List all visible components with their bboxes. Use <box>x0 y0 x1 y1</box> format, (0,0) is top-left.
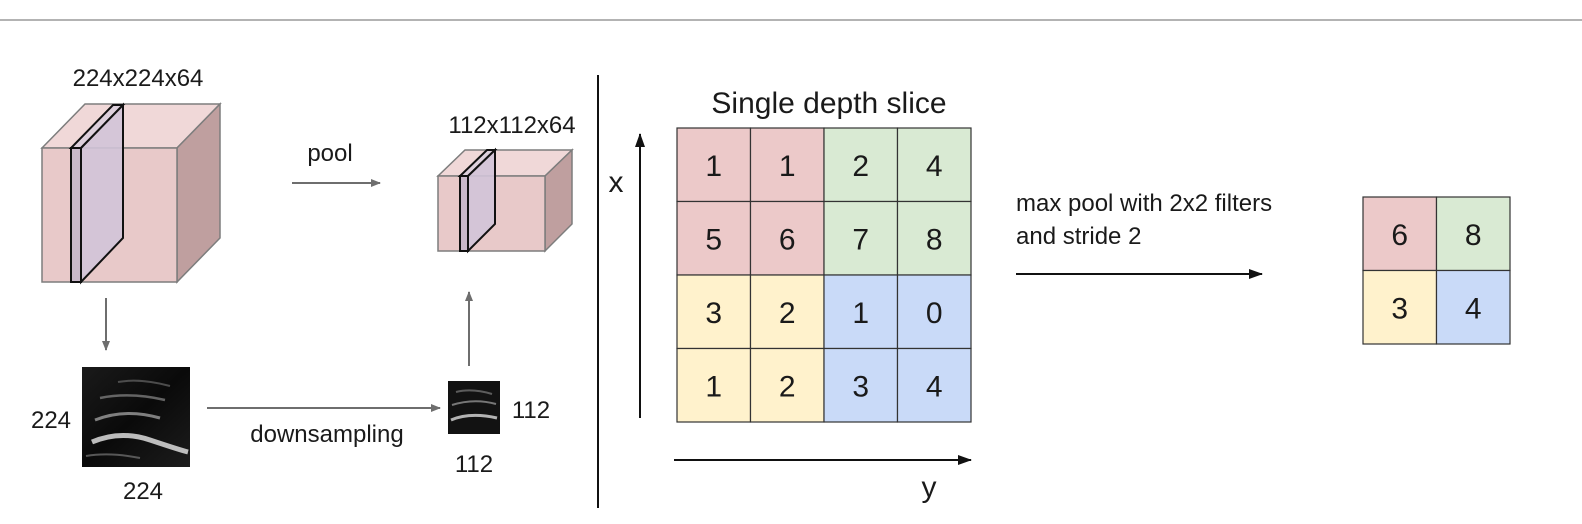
input-grid-cell-value: 1 <box>852 297 869 330</box>
downsampling-label: downsampling <box>250 421 403 448</box>
small-cube-label: 112x112x64 <box>448 112 575 139</box>
small-image-side-label: 112 <box>512 397 550 424</box>
small-slice-front <box>459 175 469 252</box>
input-grid-cell-value: 2 <box>852 150 869 183</box>
input-grid-cell-value: 0 <box>926 297 943 330</box>
output-grid: 6 8 3 4 <box>1362 196 1511 345</box>
caption-line-2: and stride 2 <box>1016 223 1141 250</box>
input-grid-cell-value: 4 <box>926 370 943 403</box>
input-grid-cell-value: 8 <box>926 223 943 256</box>
big-image-side-label: 224 <box>31 407 71 434</box>
input-grid-cell-bg <box>896 127 972 203</box>
output-grid-cell-bg <box>1435 196 1511 272</box>
big-slice-front <box>70 147 82 283</box>
small-image-bottom-label: 112 <box>455 451 493 478</box>
output-grid-cell-value: 3 <box>1391 292 1408 325</box>
output-grid-cell-value: 4 <box>1465 292 1482 325</box>
caption-line-1: max pool with 2x2 filters <box>1016 190 1272 217</box>
input-grid-cell-value: 6 <box>779 223 796 256</box>
input-grid-cell-bg <box>823 347 899 423</box>
input-grid-cell-bg <box>749 200 825 276</box>
input-grid-cell-value: 3 <box>705 297 722 330</box>
x-axis-label: x <box>609 166 624 199</box>
input-grid-cell-value: 4 <box>926 150 943 183</box>
input-grid-cell-value: 1 <box>705 150 722 183</box>
input-grid-cell-bg <box>896 200 972 276</box>
input-grid-cell-bg <box>896 274 972 350</box>
input-grid-cell-bg <box>676 200 752 276</box>
input-grid-cell-value: 1 <box>705 370 722 403</box>
input-grid-cell-value: 3 <box>852 370 869 403</box>
input-grid-cell-bg <box>823 200 899 276</box>
input-grid-cell-bg <box>749 274 825 350</box>
y-axis-label: y <box>922 471 937 504</box>
input-grid-cell-bg <box>749 347 825 423</box>
input-grid-cell-value: 2 <box>779 370 796 403</box>
input-grid-cell-bg <box>676 274 752 350</box>
big-image-bottom-label: 224 <box>123 478 163 505</box>
output-grid-cell-value: 6 <box>1391 219 1408 252</box>
input-grid-cell-value: 2 <box>779 297 796 330</box>
output-grid-cell-bg <box>1435 269 1511 345</box>
input-grid-cell-bg <box>676 347 752 423</box>
output-grid-cell-value: 8 <box>1465 219 1482 252</box>
small-feature-map-image <box>448 381 500 434</box>
input-grid-cell-value: 1 <box>779 150 796 183</box>
big-cube-label: 224x224x64 <box>73 65 204 92</box>
input-grid: 1 1 2 4 5 6 7 8 3 2 1 0 1 2 3 4 <box>676 127 972 423</box>
big-feature-map-image <box>82 367 190 467</box>
input-grid-cell-value: 7 <box>852 223 869 256</box>
small-volume-cube <box>436 147 574 254</box>
pool-label: pool <box>307 140 352 167</box>
input-grid-cell-bg <box>896 347 972 423</box>
output-grid-cell-bg <box>1362 196 1438 272</box>
big-volume-cube <box>40 102 222 285</box>
input-grid-cell-bg <box>823 127 899 203</box>
input-grid-cell-value: 5 <box>705 223 722 256</box>
depth-slice-title: Single depth slice <box>711 87 946 120</box>
input-grid-cell-bg <box>749 127 825 203</box>
